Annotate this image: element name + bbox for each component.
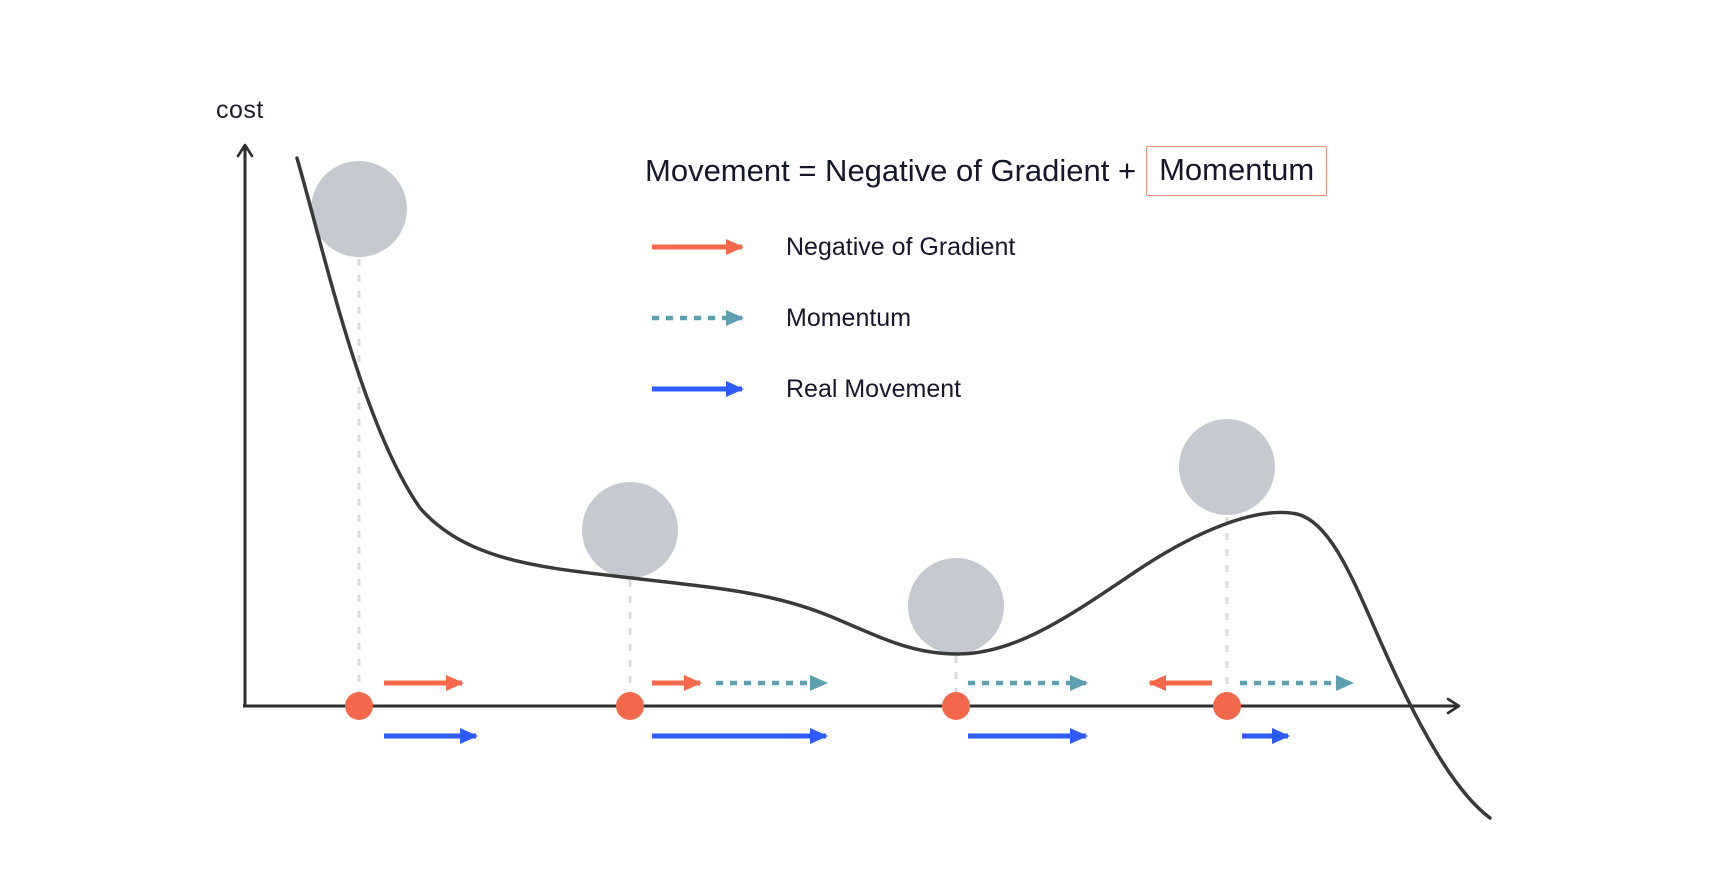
point-4-axis-dot [1213, 692, 1241, 720]
point-1-axis-dot [345, 692, 373, 720]
legend-label-negative-gradient: Negative of Gradient [786, 232, 1016, 261]
y-axis-label: cost [216, 96, 264, 124]
momentum-arrow-icon [652, 310, 744, 326]
legend-item-negative-gradient: Negative of Gradient [650, 232, 1016, 261]
point-2-axis-dot [616, 692, 644, 720]
point-3-ball [908, 558, 1004, 654]
cost-curve [295, 156, 1492, 820]
overlay-layer [345, 675, 1354, 744]
point-2-ball [582, 482, 678, 578]
legend-label-real-movement: Real Movement [786, 374, 962, 403]
diagram-title: Movement = Negative of Gradient + Moment… [645, 146, 1328, 196]
legend-item-momentum: Momentum [650, 303, 1015, 332]
point-1-ball [311, 161, 407, 257]
legend: Negative of Gradient Momentum Real Movem… [650, 232, 1016, 403]
negative-gradient-arrow-icon [652, 239, 744, 255]
point-4-ball [1179, 419, 1275, 515]
title-text: Movement = Negative of Gradient + [645, 153, 1137, 188]
title-momentum-box: Momentum [1146, 146, 1328, 196]
point-3-axis-dot [942, 692, 970, 720]
real-movement-arrow-icon [652, 381, 744, 397]
balls-layer [311, 161, 1275, 694]
legend-label-momentum: Momentum [786, 303, 912, 332]
legend-item-real-movement: Real Movement [650, 374, 1015, 403]
